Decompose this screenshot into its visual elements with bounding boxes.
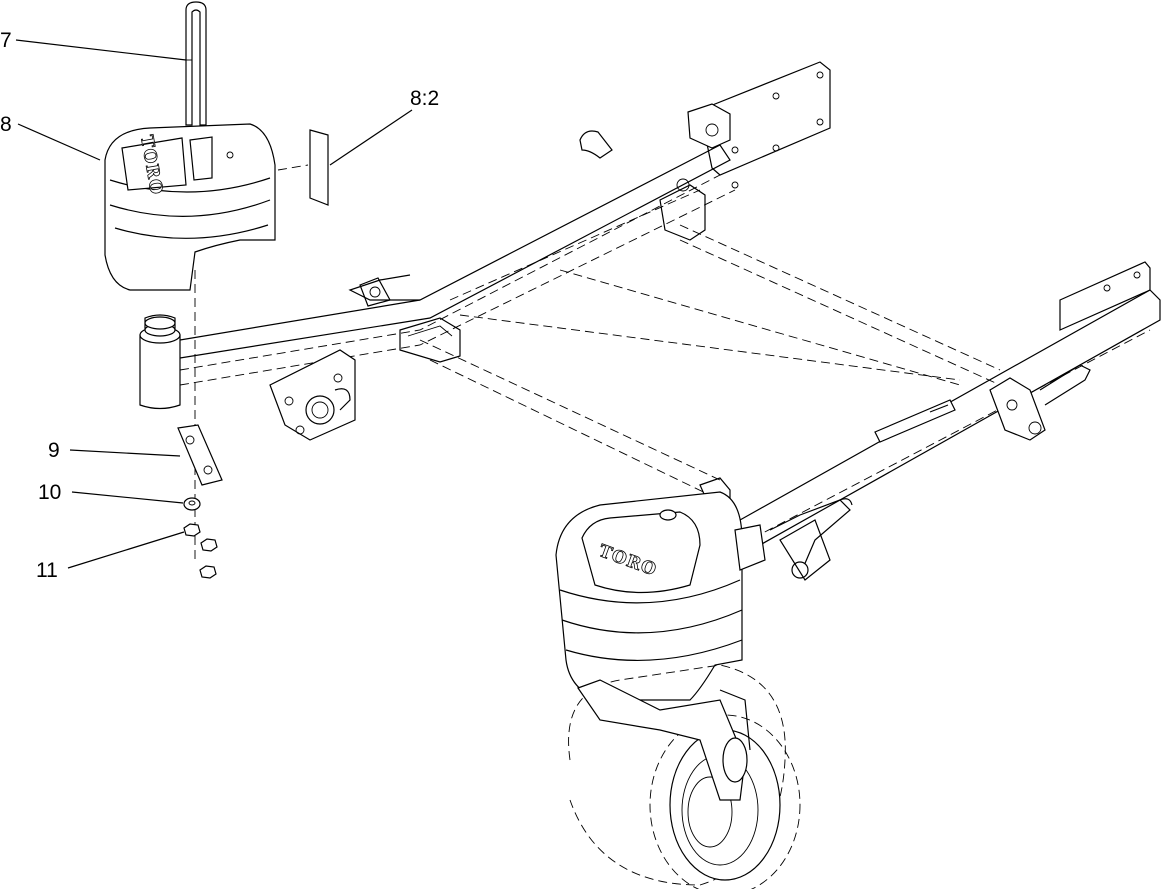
leader-8-2 bbox=[329, 109, 413, 166]
leader-10 bbox=[71, 491, 184, 504]
callout-11: 11 bbox=[36, 559, 58, 582]
left-caster-housing bbox=[139, 270, 196, 560]
caster-wheel bbox=[568, 664, 801, 894]
leader-9 bbox=[69, 449, 181, 457]
nut-parts bbox=[183, 523, 218, 579]
callout-7: 7 bbox=[0, 29, 12, 52]
washer-part bbox=[183, 497, 201, 511]
callout-9: 9 bbox=[48, 439, 60, 462]
leader-7 bbox=[15, 39, 187, 61]
callout-8-2: 8:2 bbox=[410, 87, 439, 110]
right-caster-weight: TORO bbox=[555, 491, 766, 701]
caster-weight-part: TORO bbox=[104, 123, 276, 291]
plate-part bbox=[177, 424, 223, 486]
caster-pin-part bbox=[185, 1, 207, 126]
callout-10: 10 bbox=[38, 481, 61, 504]
callout-8: 8 bbox=[0, 113, 12, 136]
callouts: 7 8 8:2 9 10 11 bbox=[0, 29, 439, 582]
leader-11 bbox=[67, 531, 185, 569]
decal-part bbox=[277, 129, 329, 206]
leader-8 bbox=[17, 123, 101, 161]
chassis-frame bbox=[179, 61, 1161, 581]
